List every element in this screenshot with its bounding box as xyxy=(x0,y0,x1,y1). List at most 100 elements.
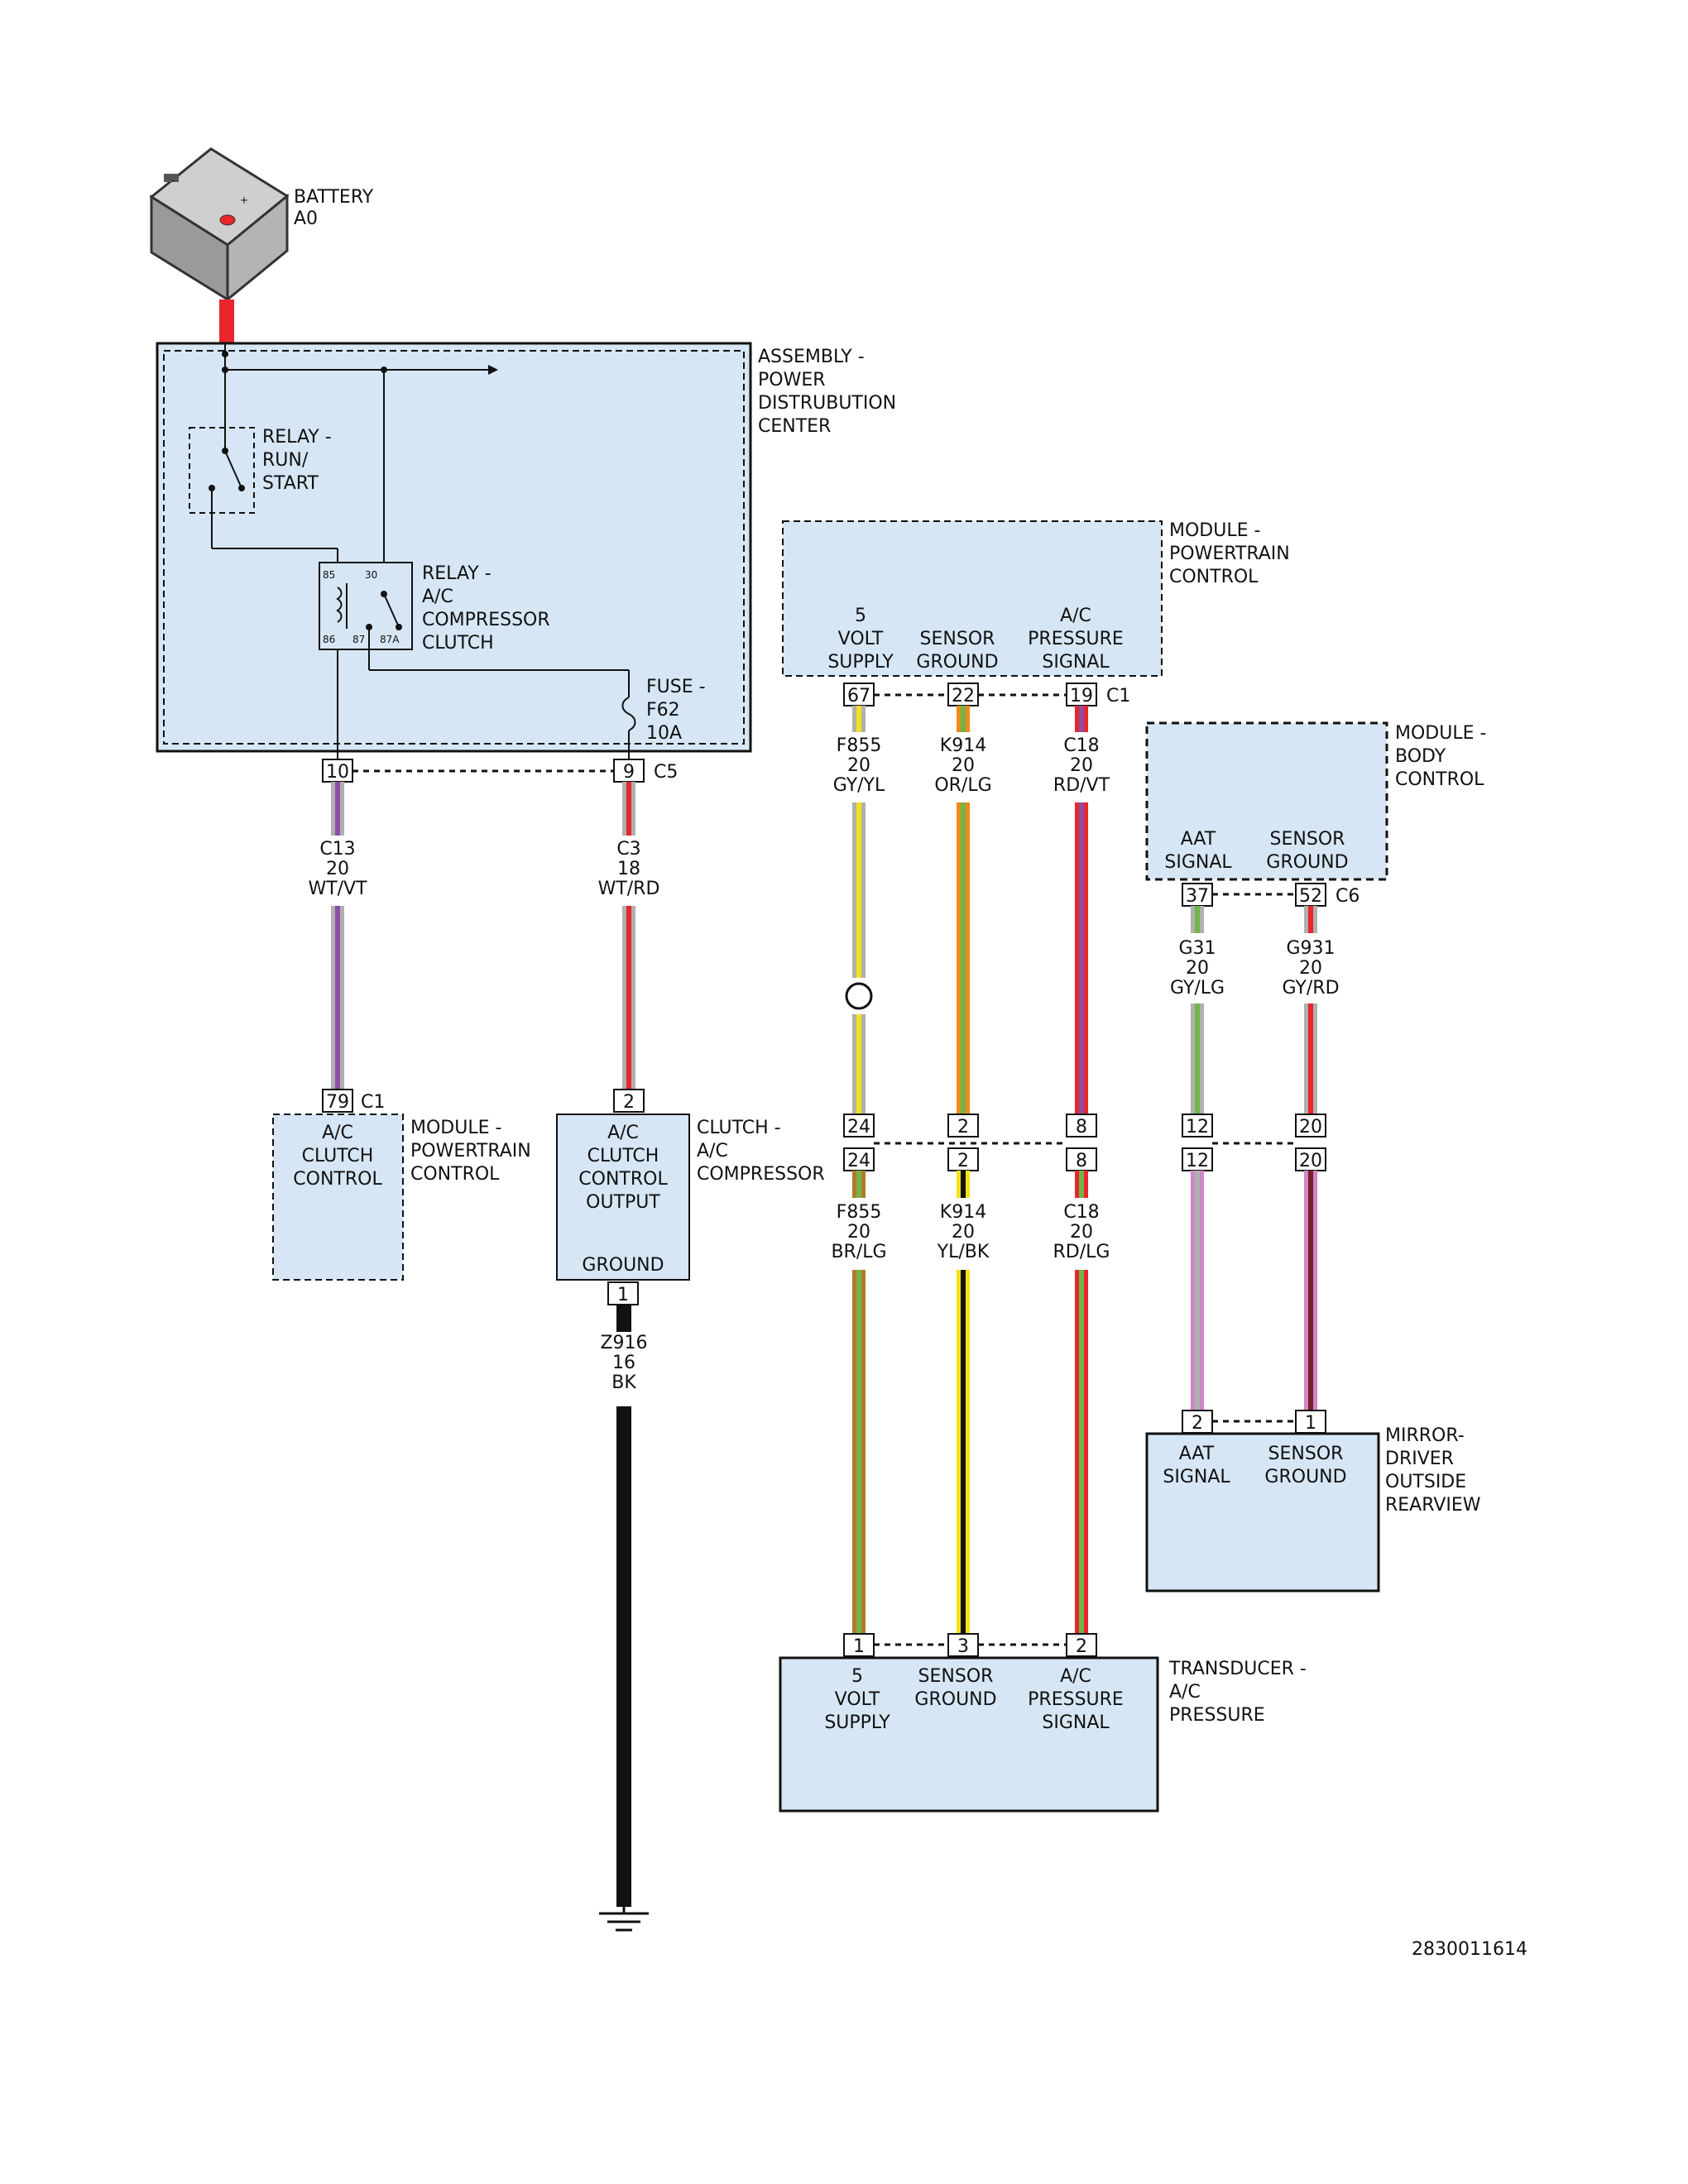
mirror-pins: 2 1 xyxy=(1182,1410,1326,1434)
svg-text:8: 8 xyxy=(1076,1151,1087,1171)
battery-cable xyxy=(219,299,234,342)
svg-text:START: START xyxy=(262,473,319,494)
svg-text:OUTSIDE: OUTSIDE xyxy=(1385,1472,1466,1492)
pcm-right-box xyxy=(782,520,1163,677)
svg-text:CLUTCH: CLUTCH xyxy=(587,1146,659,1166)
svg-text:GROUND: GROUND xyxy=(1266,852,1348,873)
svg-text:CLUTCH -: CLUTCH - xyxy=(697,1118,781,1138)
wire-g31 xyxy=(1191,906,1204,1114)
mirror-title: MIRROR- DRIVER OUTSIDE REARVIEW xyxy=(1385,1425,1481,1516)
svg-text:SIGNAL: SIGNAL xyxy=(1163,1467,1230,1487)
svg-text:Z916: Z916 xyxy=(600,1333,647,1353)
svg-text:COMPRESSOR: COMPRESSOR xyxy=(697,1164,825,1185)
wire-f855-bot xyxy=(852,1171,866,1634)
svg-text:SENSOR: SENSOR xyxy=(1270,829,1345,850)
svg-text:K914: K914 xyxy=(940,735,986,756)
svg-text:WT/VT: WT/VT xyxy=(308,879,367,899)
svg-text:DISTRUBUTION: DISTRUBUTION xyxy=(758,393,896,414)
pdc-connector-c5: C5 xyxy=(654,762,678,783)
svg-text:GY/LG: GY/LG xyxy=(1170,978,1225,999)
wire-k914-bot xyxy=(957,1171,970,1634)
svg-text:16: 16 xyxy=(612,1353,635,1373)
svg-text:SIGNAL: SIGNAL xyxy=(1042,1712,1110,1733)
pcm-left-box xyxy=(272,1114,404,1281)
svg-text:52: 52 xyxy=(1299,886,1322,907)
svg-text:SIGNAL: SIGNAL xyxy=(1164,852,1232,873)
svg-text:87: 87 xyxy=(352,634,365,645)
svg-text:20: 20 xyxy=(326,859,349,879)
svg-text:CLUTCH: CLUTCH xyxy=(422,633,494,654)
pcm-right-title: MODULE - POWERTRAIN CONTROL xyxy=(1169,520,1290,587)
svg-text:20: 20 xyxy=(1186,958,1209,979)
svg-text:2: 2 xyxy=(957,1117,969,1138)
svg-text:POWERTRAIN: POWERTRAIN xyxy=(410,1141,531,1161)
bcm-pins: 37 52 xyxy=(1182,883,1326,907)
svg-text:37: 37 xyxy=(1186,886,1209,907)
bcm-labels: AAT SIGNAL SENSOR GROUND xyxy=(1164,829,1348,873)
svg-text:20: 20 xyxy=(1299,1117,1322,1138)
svg-text:79: 79 xyxy=(326,1092,349,1113)
svg-text:22: 22 xyxy=(952,686,975,706)
relay-pin-numbers: 85 30 86 87 87A xyxy=(323,569,400,645)
battery-name: BATTERY xyxy=(294,187,374,208)
svg-text:1: 1 xyxy=(853,1636,865,1657)
svg-text:+: + xyxy=(240,194,248,206)
svg-text:YL/BK: YL/BK xyxy=(937,1242,990,1262)
mirror-labels: AAT SIGNAL SENSOR GROUND xyxy=(1163,1444,1346,1487)
svg-text:5: 5 xyxy=(851,1666,863,1687)
svg-text:85: 85 xyxy=(323,569,335,581)
pcm-left-title: MODULE - POWERTRAIN CONTROL xyxy=(410,1118,531,1185)
relay-ac-label: RELAY - A/C COMPRESSOR CLUTCH xyxy=(422,563,550,654)
svg-text:CENTER: CENTER xyxy=(758,416,831,437)
wire-c3 xyxy=(622,782,635,1100)
battery-code: A0 xyxy=(294,208,318,229)
svg-text:GY/YL: GY/YL xyxy=(833,775,885,796)
svg-text:F855: F855 xyxy=(837,735,882,756)
bcm-title: MODULE - BODY CONTROL xyxy=(1395,723,1486,790)
svg-text:2: 2 xyxy=(1076,1636,1087,1657)
svg-text:RELAY -: RELAY - xyxy=(262,427,332,448)
svg-text:20: 20 xyxy=(1070,1222,1093,1243)
svg-text:GROUND: GROUND xyxy=(1264,1467,1346,1487)
svg-text:24: 24 xyxy=(847,1151,870,1171)
svg-text:PRESSURE: PRESSURE xyxy=(1028,1689,1124,1710)
clutch-title: CLUTCH - A/C COMPRESSOR xyxy=(697,1118,825,1185)
svg-text:-: - xyxy=(171,175,175,186)
wire-k914-top xyxy=(957,706,970,1114)
transducer-pins: 1 3 2 xyxy=(843,1633,1097,1657)
svg-text:REARVIEW: REARVIEW xyxy=(1385,1495,1481,1516)
wire-c18-top-label: C18 20 RD/VT xyxy=(1053,735,1110,796)
clutch-pin-1 xyxy=(607,1281,639,1305)
wire-g931 xyxy=(1304,906,1317,1114)
clutch-pin-2 xyxy=(613,1089,645,1113)
svg-text:20: 20 xyxy=(952,755,975,776)
svg-text:BODY: BODY xyxy=(1395,746,1446,767)
svg-text:20: 20 xyxy=(1299,958,1322,979)
svg-text:A/C: A/C xyxy=(607,1123,639,1143)
svg-text:BK: BK xyxy=(611,1372,636,1393)
svg-text:SENSOR: SENSOR xyxy=(1268,1444,1344,1464)
wire-aat-lower xyxy=(1191,1171,1204,1410)
wire-k914-top-label: K914 20 OR/LG xyxy=(934,735,991,796)
svg-text:MIRROR-: MIRROR- xyxy=(1385,1425,1465,1446)
svg-text:CONTROL: CONTROL xyxy=(293,1169,382,1190)
inline-connector-left: 24 2 8 24 2 8 xyxy=(843,1114,1097,1171)
svg-text:C13: C13 xyxy=(319,839,355,860)
svg-text:CONTROL: CONTROL xyxy=(410,1164,500,1185)
svg-text:2: 2 xyxy=(623,1092,635,1113)
svg-text:18: 18 xyxy=(617,859,640,879)
svg-text:MODULE -: MODULE - xyxy=(410,1118,501,1138)
svg-text:CONTROL: CONTROL xyxy=(1395,769,1484,790)
clutch-box xyxy=(556,1114,690,1281)
svg-text:CLUTCH: CLUTCH xyxy=(302,1146,374,1166)
fuse-label: FUSE - F62 10A xyxy=(646,677,706,744)
svg-text:BR/LG: BR/LG xyxy=(831,1242,886,1262)
svg-text:24: 24 xyxy=(847,1117,870,1138)
wire-k914-bot-label: K914 20 YL/BK xyxy=(937,1202,990,1262)
svg-text:C18: C18 xyxy=(1063,1202,1099,1223)
svg-text:SIGNAL: SIGNAL xyxy=(1042,652,1110,673)
svg-text:20: 20 xyxy=(952,1222,975,1243)
svg-text:9: 9 xyxy=(623,762,635,783)
pdc-box xyxy=(156,342,752,753)
